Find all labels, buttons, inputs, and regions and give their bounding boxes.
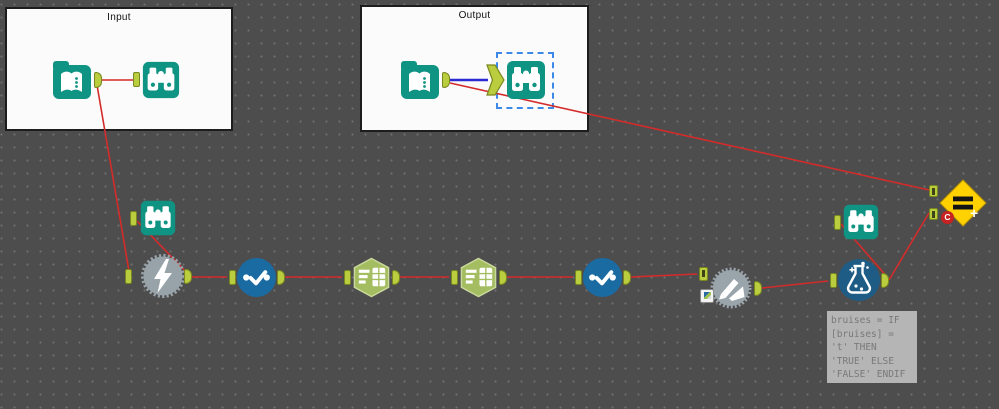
binoculars-icon: [507, 61, 545, 99]
tool-browse-2-selected[interactable]: [505, 59, 547, 106]
anchor-in-pencil-l[interactable]: [699, 267, 708, 281]
anchor-out-select-1[interactable]: [392, 270, 400, 285]
container-output-label: Output: [458, 10, 491, 21]
anchor-in-test-2[interactable]: [929, 208, 938, 220]
tool-test[interactable]: [939, 179, 987, 232]
anchor-in-lightning[interactable]: [125, 269, 132, 284]
wire-output-to-test[interactable]: [449, 82, 930, 191]
dot-check-icon: [236, 257, 277, 298]
filter-table-icon: [353, 257, 390, 298]
container-input-label: Input: [107, 12, 131, 23]
annotation-line: 'FALSE' ENDIF: [831, 369, 906, 380]
annotation-line: 'TRUE' ELSE: [831, 355, 894, 367]
anchor-out-select-2[interactable]: [499, 270, 507, 285]
formula-annotation[interactable]: bruises = IF [bruises] = 't' THEN 'TRUE'…: [827, 311, 917, 383]
open-book-icon: [53, 61, 91, 99]
pencil-gear-icon: [710, 267, 752, 309]
wire-input-to-lightning[interactable]: [96, 84, 130, 272]
anchor-label-mark: [932, 188, 935, 195]
tool-select-2[interactable]: [458, 257, 499, 303]
tool-browse-3[interactable]: [139, 199, 177, 242]
anchor-out-input-data-2[interactable]: [442, 72, 450, 88]
filter-table-icon: [460, 257, 497, 298]
anchor-in-test-1[interactable]: [929, 185, 938, 197]
container-output[interactable]: Output: [360, 5, 589, 132]
tool-select-1[interactable]: [351, 257, 392, 303]
tool-auto-field-1[interactable]: [236, 257, 277, 303]
anchor-in-browse-1[interactable]: [133, 72, 140, 87]
binoculars-icon: [142, 61, 180, 99]
anchor-in-browse-4[interactable]: [834, 215, 841, 230]
tool-auto-field-2[interactable]: [582, 257, 623, 303]
tool-macro-pencil[interactable]: [708, 265, 754, 316]
anchor-in-autofield-2[interactable]: [575, 270, 582, 285]
anchor-in-select-2[interactable]: [451, 270, 458, 285]
binoculars-icon: [843, 204, 879, 240]
tool-input-data-2[interactable]: [398, 58, 442, 107]
anchor-label-mark: [932, 211, 935, 218]
tool-browse-4[interactable]: [842, 203, 880, 246]
anchor-in-pencil-macro-icon[interactable]: [700, 289, 714, 303]
annotation-line: bruises = IF: [831, 315, 900, 326]
anchor-out-input-data-1[interactable]: [94, 72, 102, 88]
anchor-out-formula[interactable]: [881, 273, 889, 288]
annotation-line: 't' THEN: [831, 342, 877, 353]
macro-input-glyph: [703, 291, 711, 299]
tool-macro-lightning[interactable]: [139, 252, 187, 305]
anchor-in-autofield-1[interactable]: [229, 270, 236, 285]
wire-pencil-to-formula[interactable]: [761, 280, 829, 289]
wire-formula-to-test[interactable]: [888, 212, 930, 281]
anchor-arrow-selected[interactable]: [486, 64, 506, 101]
lightning-gear-icon: [141, 254, 185, 298]
tool-formula[interactable]: [837, 258, 881, 307]
dot-check-icon: [582, 257, 623, 298]
anchor-out-autofield-1[interactable]: [277, 270, 285, 285]
tool-input-data-1[interactable]: [50, 58, 94, 107]
annotation-line: [bruises] =: [831, 328, 894, 340]
anchor-in-select-1[interactable]: [344, 270, 351, 285]
plus-indicator: +: [970, 205, 979, 221]
binoculars-icon: [140, 200, 176, 236]
open-book-icon: [401, 61, 439, 99]
wire-autofield2-to-pencil[interactable]: [630, 273, 698, 278]
tool-browse-1[interactable]: [141, 60, 181, 105]
container-input[interactable]: Input: [5, 7, 233, 131]
anchor-in-browse-3[interactable]: [130, 211, 137, 226]
anchor-out-lightning[interactable]: [184, 269, 192, 284]
anchor-out-autofield-2[interactable]: [623, 270, 631, 285]
arrow-anchor-icon: [486, 64, 505, 96]
anchor-in-formula[interactable]: [830, 273, 837, 288]
anchor-out-pencil[interactable]: [754, 281, 762, 296]
error-c-badge: C: [941, 211, 954, 224]
anchor-label-mark: [702, 270, 705, 277]
flask-icon: [838, 259, 880, 301]
